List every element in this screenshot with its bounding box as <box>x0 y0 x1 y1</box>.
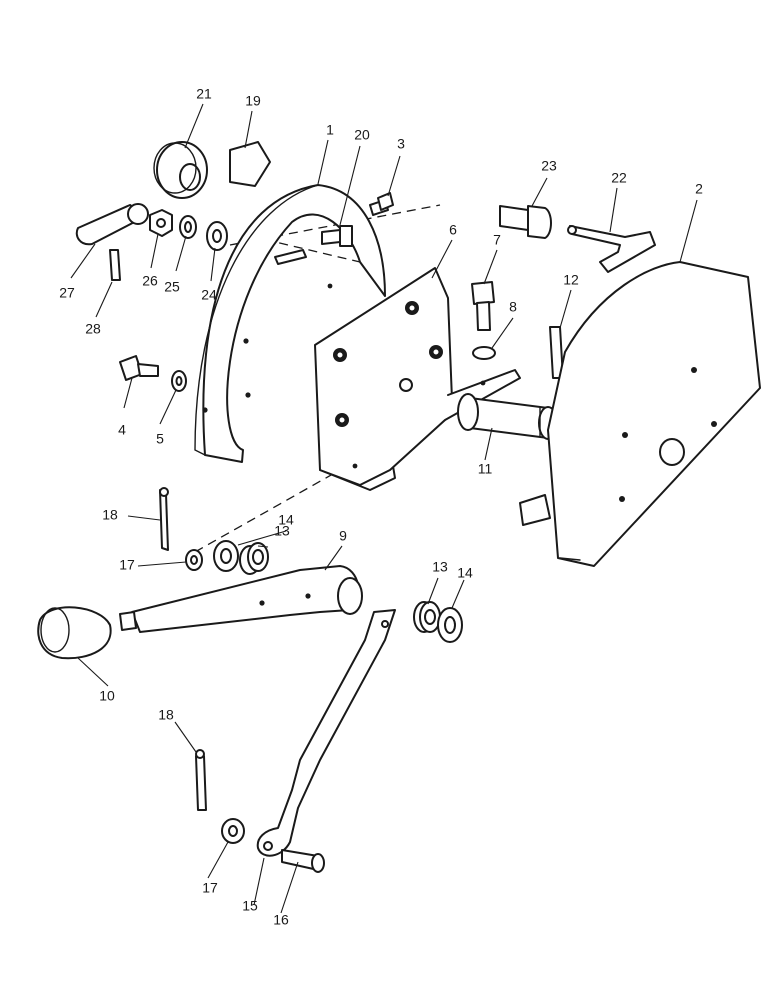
callout-24: 24 <box>201 287 217 303</box>
callout-22: 22 <box>611 170 627 186</box>
callout-20: 20 <box>354 127 370 143</box>
part-14-washer-upper <box>213 540 239 572</box>
callout-1: 1 <box>326 122 334 138</box>
callout-leader-lines <box>70 103 698 914</box>
part-13-bushing-upper <box>239 542 269 575</box>
callout-17-lower: 17 <box>202 880 218 896</box>
part-18-cotter-pin-lower <box>195 749 207 811</box>
callout-9: 9 <box>339 528 347 544</box>
callout-13: 13 <box>274 523 290 539</box>
callout-28: 28 <box>85 321 101 337</box>
part-17-washer-upper <box>185 549 203 571</box>
callout-14: 14 <box>278 512 294 528</box>
callout-11: 11 <box>478 461 493 477</box>
callout-16: 16 <box>273 912 289 928</box>
part-17-washer-lower <box>221 818 245 844</box>
part-24-washer <box>206 221 228 251</box>
callout-numbers: 1 2 3 4 5 6 7 8 9 10 11 12 13 14 15 16 1… <box>59 86 703 928</box>
callout-26: 26 <box>142 273 158 289</box>
part-26-nut <box>149 209 173 237</box>
part-21-knurled-wheel <box>153 141 208 199</box>
part-20-bolt <box>321 225 353 247</box>
part-1-left-quadrant-cover <box>194 184 386 463</box>
part-4-bolt <box>119 355 159 381</box>
part-3-small-bolt <box>369 192 394 216</box>
part-28-pin <box>109 249 121 281</box>
callout-17: 17 <box>119 557 135 573</box>
callout-4: 4 <box>118 422 126 438</box>
part-11-shaft <box>457 393 558 440</box>
part-23-adjuster-bolt <box>499 205 552 239</box>
part-27-handle <box>75 203 149 246</box>
part-14-washer-right <box>437 607 463 643</box>
callout-5: 5 <box>156 431 164 447</box>
callout-27: 27 <box>59 285 75 301</box>
callout-19: 19 <box>245 93 261 109</box>
part-15-link-rod <box>256 609 396 857</box>
callout-13-right: 13 <box>432 559 448 575</box>
part-5-washer <box>171 370 187 392</box>
callout-21: 21 <box>196 86 212 102</box>
part-13-bushing-right <box>413 601 441 633</box>
callout-14-right: 14 <box>457 565 473 581</box>
callout-25: 25 <box>164 279 180 295</box>
callout-18-lower: 18 <box>158 707 174 723</box>
callout-23: 23 <box>541 158 557 174</box>
callout-2: 2 <box>695 181 703 197</box>
part-9-lever-arm <box>119 565 363 633</box>
part-2-right-quadrant-cover <box>519 261 761 567</box>
part-25-washer <box>179 215 197 239</box>
callout-3: 3 <box>397 136 405 152</box>
callout-15: 15 <box>242 898 258 914</box>
callout-12: 12 <box>563 272 579 288</box>
part-19-lever-tab <box>229 141 271 187</box>
callout-18: 18 <box>102 507 118 523</box>
callout-10: 10 <box>99 688 115 704</box>
part-7-hex-bolt <box>471 281 495 331</box>
part-22-detent-bar <box>567 225 656 273</box>
part-16-clevis-pin <box>281 849 325 873</box>
part-8-washer <box>472 346 496 360</box>
part-18-cotter-pin-upper <box>159 487 169 551</box>
part-10-knob <box>37 606 112 660</box>
callout-7: 7 <box>493 232 501 248</box>
callout-8: 8 <box>509 299 517 315</box>
callout-6: 6 <box>449 222 457 238</box>
